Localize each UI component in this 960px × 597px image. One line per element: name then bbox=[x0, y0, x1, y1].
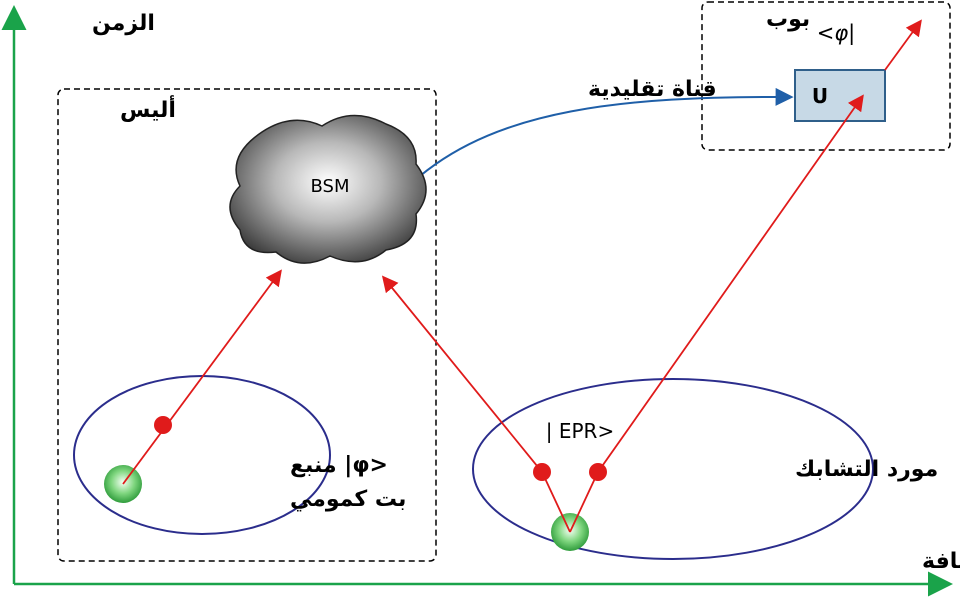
source-label-line2: بت كمومي bbox=[290, 487, 406, 512]
bob-output-arrow bbox=[884, 19, 922, 71]
entanglement-ellipse bbox=[472, 378, 874, 560]
epr-to-bsm-arrow bbox=[381, 275, 571, 533]
alice-label: أليس bbox=[120, 94, 176, 123]
bsm-label: BSM bbox=[311, 176, 350, 197]
time-axis-label: الزمن bbox=[92, 11, 155, 36]
unitary-label: U bbox=[812, 84, 828, 108]
bob-label: بوب bbox=[766, 7, 810, 32]
entanglement-label: مورد التشابك bbox=[795, 457, 938, 482]
source-qubit-dot bbox=[154, 416, 172, 434]
bob-region bbox=[701, 1, 951, 151]
classical-channel-arrow bbox=[419, 87, 794, 177]
alice-region bbox=[57, 88, 437, 562]
epr-qubit-dot-bob bbox=[589, 463, 607, 481]
source-label-line1: <φ| منبع bbox=[290, 453, 388, 478]
epr-state-label: | EPR> bbox=[546, 419, 614, 443]
distance-axis-label: المسافة bbox=[922, 549, 960, 574]
source-to-bsm-arrow bbox=[122, 269, 282, 485]
epr-qubit-dot-alice bbox=[533, 463, 551, 481]
bsm-cloud bbox=[229, 114, 427, 264]
bob-state-label: <φ| bbox=[817, 21, 856, 46]
unitary-box bbox=[794, 69, 886, 122]
classical-channel-label: قناة تقليدية bbox=[588, 77, 717, 102]
